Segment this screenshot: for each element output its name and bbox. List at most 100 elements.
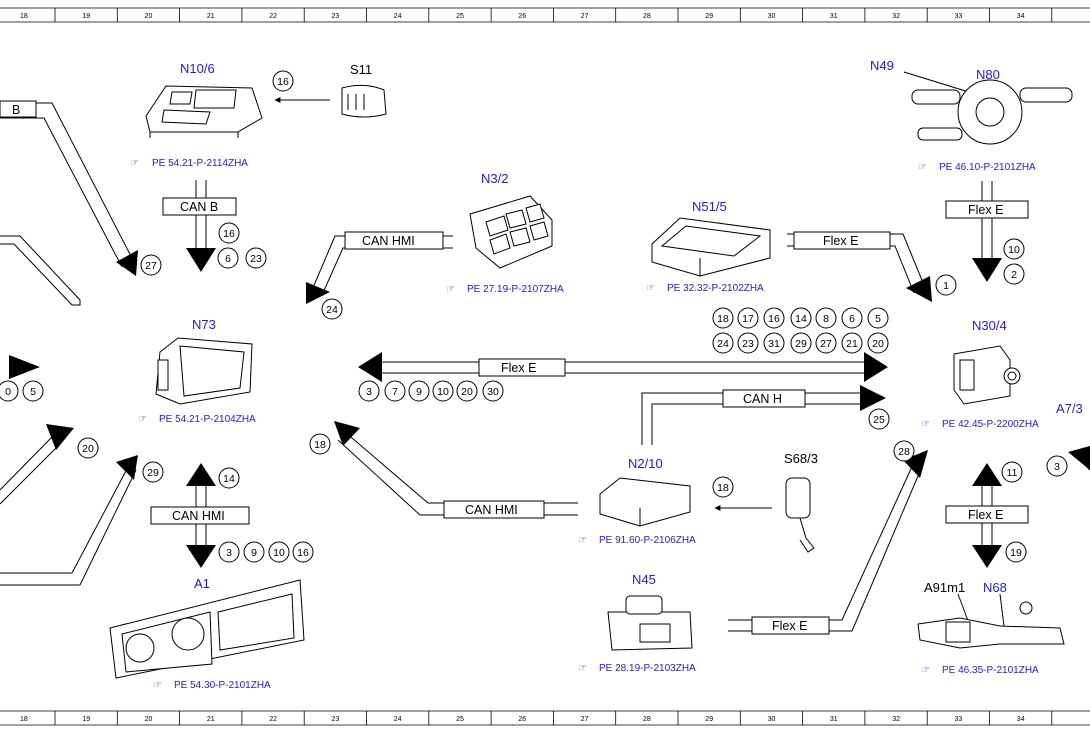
signal-circle: [142, 461, 164, 483]
signal-number: 31: [768, 338, 780, 350]
signal-number: 20: [872, 338, 884, 350]
pe-ref-n3-2: ☞ PE 27.19-P-2107ZHA: [446, 284, 564, 295]
pe-ref-n30-4: ☞PE 42.45-P-2200ZHA: [921, 419, 1039, 430]
hand-pointer-icon: ☞: [646, 283, 655, 294]
signal-number: 14: [223, 473, 235, 485]
pe-ref-n30-4-link[interactable]: PE 42.45-P-2200ZHA: [942, 419, 1039, 430]
label-n2-10[interactable]: N2/10: [628, 456, 663, 471]
signal-circle: [1005, 541, 1027, 563]
signal-number: 23: [742, 338, 754, 350]
pe-ref-n2-10-link[interactable]: PE 91.60-P-2106ZHA: [599, 535, 696, 546]
signal-number: 24: [326, 304, 338, 316]
signal-circle: [321, 298, 343, 320]
label-n10-6[interactable]: N10/6: [180, 61, 215, 76]
n73-switch-icon: [155, 337, 253, 405]
signal-number: 24: [717, 338, 729, 350]
label-s68-3[interactable]: S68/3: [784, 451, 818, 466]
pe-ref-n51-5-link[interactable]: PE 32.32-P-2102ZHA: [667, 283, 764, 294]
signal-circle: [790, 332, 812, 354]
signal-circle: [1001, 461, 1023, 483]
signal-number: 3: [366, 386, 372, 398]
label-a7-3[interactable]: A7/3: [1056, 401, 1083, 416]
signal-circle: [712, 332, 734, 354]
ruler-column-number: 27: [581, 716, 589, 723]
signal-number: 11: [1007, 467, 1018, 479]
signal-circle: [935, 274, 957, 296]
pe-ref-n45-link[interactable]: PE 28.19-P-2103ZHA: [599, 663, 696, 674]
signal-number: 20: [82, 443, 94, 455]
ruler-column-number: 18: [20, 13, 28, 20]
hand-pointer-icon: ☞: [578, 535, 587, 546]
ruler-column-number: 19: [82, 716, 90, 723]
pe-ref-a1-link[interactable]: PE 54.30-P-2101ZHA: [174, 680, 271, 691]
label-a1[interactable]: A1: [194, 576, 210, 591]
signal-number: 18: [717, 482, 729, 494]
signal-circle: [292, 541, 314, 563]
label-n3-2[interactable]: N3/2: [481, 171, 508, 186]
a1-instrument-cluster-icon: [109, 579, 305, 679]
arrow-heads: [9, 248, 1090, 568]
signal-circle: [432, 380, 454, 402]
ruler-column-number: 32: [892, 13, 900, 20]
pe-ref-n73-link[interactable]: PE 54.21-P-2104ZHA: [159, 414, 256, 425]
n51-5-module-icon: [651, 217, 771, 277]
label-n68[interactable]: N68: [983, 580, 1007, 595]
label-n80[interactable]: N80: [976, 67, 1000, 82]
signal-number: 18: [314, 439, 326, 451]
n3-2-switch-panel-icon: [469, 195, 553, 269]
signal-circle: [1003, 263, 1025, 285]
pe-ref-n10-6-link[interactable]: PE 54.21-P-2114ZHA: [152, 158, 248, 169]
pe-ref-n45: ☞PE 28.19-P-2103ZHA: [578, 663, 696, 674]
ruler-column-number: 34: [1017, 13, 1025, 20]
label-n49[interactable]: N49: [870, 58, 894, 73]
pe-references: ☞PE 54.21-P-2114ZHA ☞PE 27.19-P-2107ZHA …: [130, 158, 1039, 691]
ruler-column-number: 30: [768, 716, 776, 723]
ruler-column-number: 23: [332, 716, 340, 723]
ruler-column-number: 27: [581, 13, 589, 20]
signal-circle: [0, 380, 19, 402]
signal-number: 1: [943, 280, 949, 292]
signal-circle: [243, 541, 265, 563]
signal-number: 16: [768, 313, 780, 325]
signal-number: 30: [487, 386, 499, 398]
signal-number: 28: [898, 446, 910, 458]
ruler-column-number: 26: [518, 13, 526, 20]
label-n73[interactable]: N73: [192, 317, 216, 332]
pe-ref-n3-2-link[interactable]: PE 27.19-P-2107ZHA: [467, 284, 564, 295]
signal-circle: [77, 437, 99, 459]
ruler-column-number: 25: [456, 716, 464, 723]
signal-circle: [218, 541, 240, 563]
ruler-column-number: 21: [207, 13, 215, 20]
signal-circle: [841, 307, 863, 329]
signal-number: 2: [1011, 269, 1017, 281]
ruler-column-number: 26: [518, 716, 526, 723]
pe-ref-n10-6: ☞PE 54.21-P-2114ZHA: [130, 158, 248, 169]
signal-circle: [868, 408, 890, 430]
hand-pointer-icon: ☞: [446, 284, 455, 295]
ruler-column-number: 22: [269, 716, 277, 723]
signal-circle: [218, 467, 240, 489]
hand-pointer-icon: ☞: [921, 665, 930, 676]
label-n30-4[interactable]: N30/4: [972, 318, 1007, 333]
signal-circle: [790, 307, 812, 329]
signal-circle: [268, 541, 290, 563]
component-names: N10/6 S11 N3/2 N51/5 N49 N80 N73 N30/4 A…: [180, 58, 1083, 595]
signal-circle: [737, 307, 759, 329]
label-a91m1[interactable]: A91m1: [924, 580, 965, 595]
label-n51-5[interactable]: N51/5: [692, 199, 727, 214]
ruler-column-number: 20: [145, 716, 153, 723]
pe-ref-n73: ☞PE 54.21-P-2104ZHA: [138, 414, 256, 425]
top-ruler-ticks: [54, 8, 1053, 22]
thin-arrows: [274, 71, 1005, 627]
label-s11[interactable]: S11: [350, 62, 372, 77]
label-n45[interactable]: N45: [632, 572, 656, 587]
signal-circle: [1046, 455, 1068, 477]
bus-label-flex-e-n80: Flex E: [968, 203, 1003, 217]
ruler-column-number: 24: [394, 716, 402, 723]
pe-ref-n80-link[interactable]: PE 46.10-P-2101ZHA: [939, 162, 1036, 173]
bus-label-can-hmi-top: CAN HMI: [362, 234, 415, 248]
pe-ref-n2-10: ☞ PE 91.60-P-2106ZHA: [578, 535, 696, 546]
signal-circle: [309, 433, 331, 455]
pe-ref-n68-link[interactable]: PE 46.35-P-2101ZHA: [942, 665, 1039, 676]
